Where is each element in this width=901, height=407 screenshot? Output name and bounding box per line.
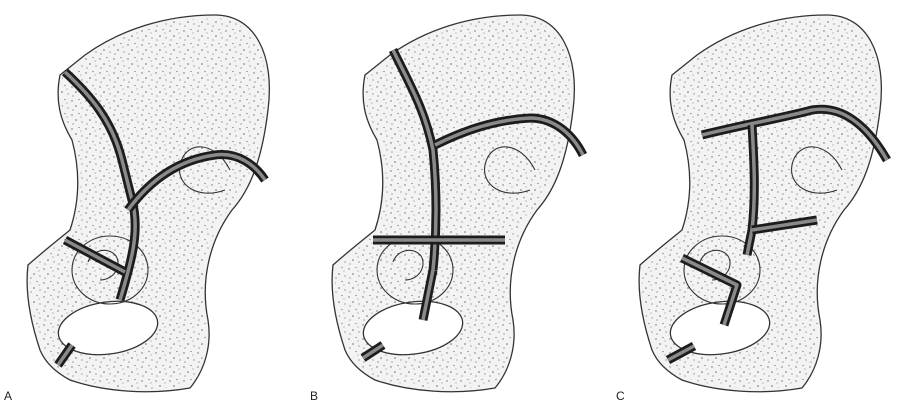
pelvis-illustration <box>332 15 574 392</box>
panel-label-a: A <box>4 390 12 402</box>
panel-label-b: B <box>310 390 318 402</box>
panel-b <box>332 15 583 392</box>
pelvis-illustration <box>639 15 881 392</box>
pelvis-illustration <box>27 15 269 392</box>
panel-label-c: C <box>616 390 625 402</box>
panel-c <box>639 15 887 392</box>
panel-a <box>27 15 269 392</box>
